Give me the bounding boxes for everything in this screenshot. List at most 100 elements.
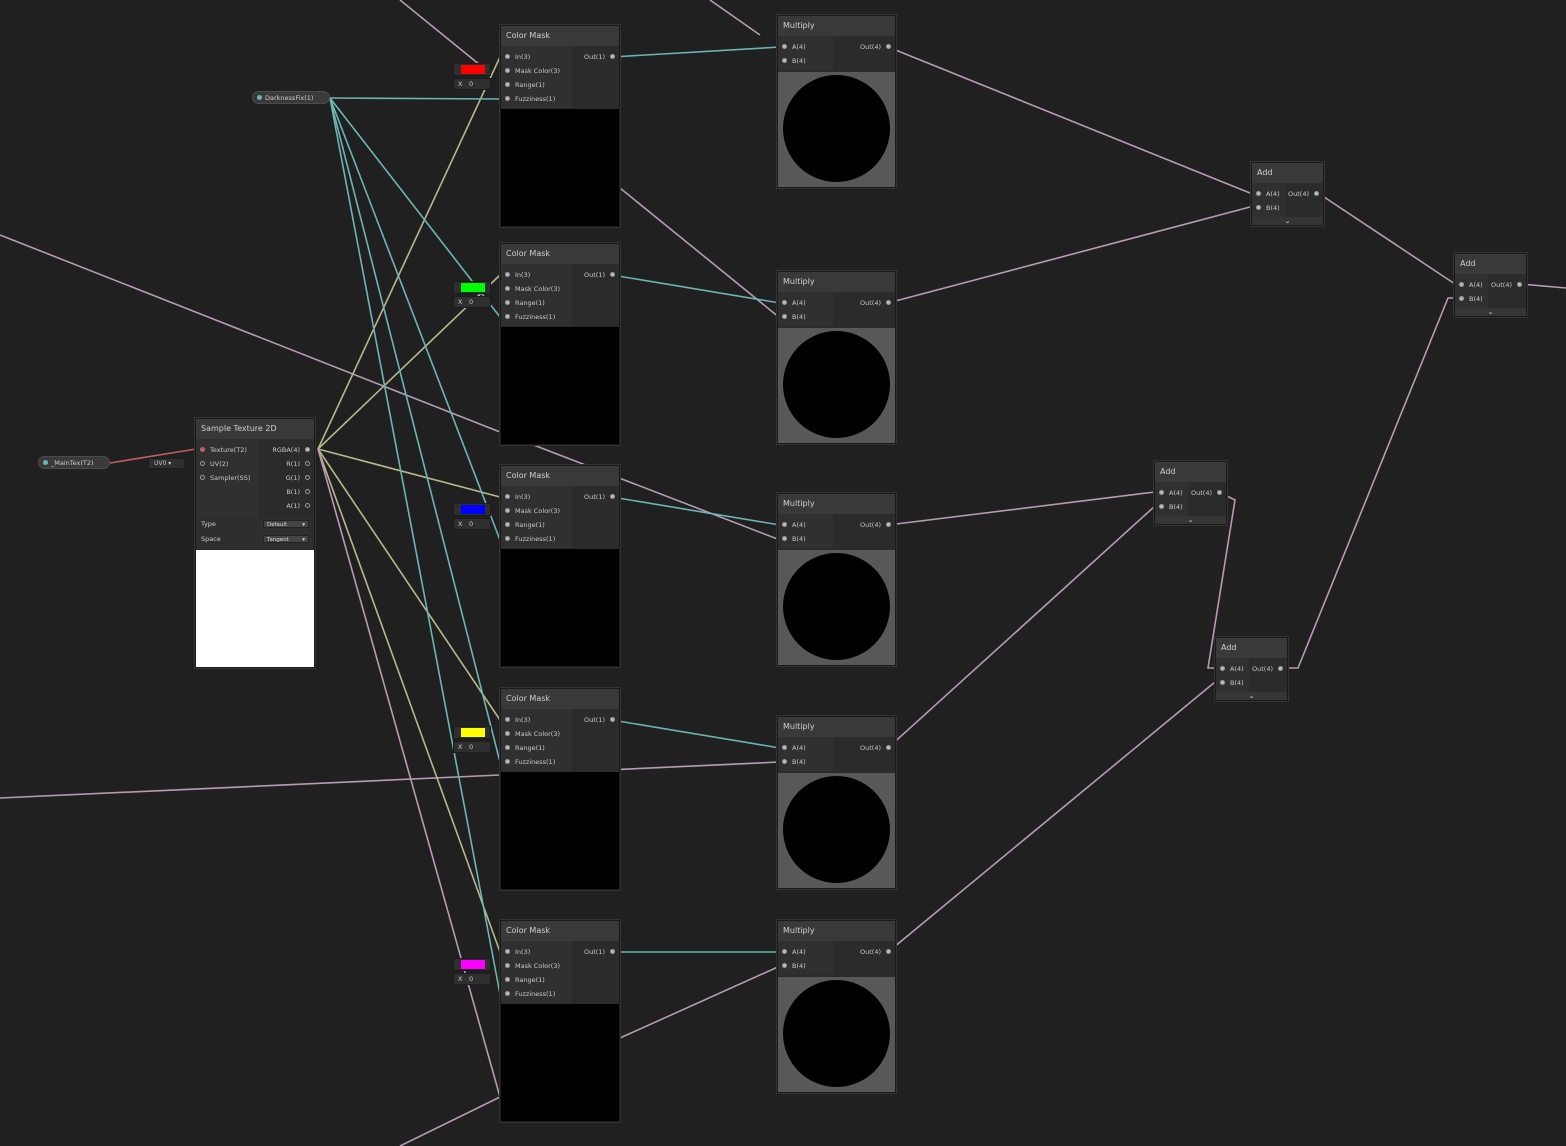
sample-texture-node[interactable]: Sample Texture 2D Texture(T2) UV(2) Samp… bbox=[195, 418, 315, 668]
out-output-port[interactable] bbox=[1517, 282, 1522, 287]
mask-color-input-port[interactable] bbox=[505, 731, 510, 736]
b-input-port[interactable] bbox=[782, 536, 787, 541]
out-output-port[interactable] bbox=[886, 300, 891, 305]
out-output-port[interactable] bbox=[1278, 666, 1283, 671]
range-input-port[interactable] bbox=[505, 977, 510, 982]
multiply-node[interactable]: Multiply A(4) B(4) Out(4) bbox=[777, 716, 896, 889]
sampler-input-port[interactable] bbox=[200, 475, 205, 480]
out-output-port[interactable] bbox=[610, 272, 615, 277]
color-mask-node[interactable]: Color Mask In(3) Mask Color(3) Range(1) … bbox=[500, 243, 620, 445]
in-input-port[interactable] bbox=[505, 272, 510, 277]
out-output-port[interactable] bbox=[886, 44, 891, 49]
out-output-port[interactable] bbox=[1217, 490, 1222, 495]
mask-color-input-port[interactable] bbox=[505, 508, 510, 513]
uv-dropdown[interactable]: UV0 ▾ bbox=[148, 458, 185, 469]
b-input-port[interactable] bbox=[1459, 296, 1464, 301]
mask-color-input-port[interactable] bbox=[505, 68, 510, 73]
a-input-port[interactable] bbox=[782, 522, 787, 527]
b-output-port[interactable] bbox=[305, 489, 310, 494]
out-output-port[interactable] bbox=[610, 717, 615, 722]
out-output-port[interactable] bbox=[886, 949, 891, 954]
color-mask-node[interactable]: Color Mask In(3) Mask Color(3) Range(1) … bbox=[500, 25, 620, 227]
range-input-port[interactable] bbox=[505, 82, 510, 87]
g-output-port[interactable] bbox=[305, 475, 310, 480]
b-input-port[interactable] bbox=[1220, 680, 1225, 685]
texture-input-port[interactable] bbox=[200, 447, 205, 452]
a-output-port[interactable] bbox=[305, 503, 310, 508]
darkness-property-node[interactable]: DarknessFix(1) bbox=[252, 91, 330, 104]
range-input-port[interactable] bbox=[505, 522, 510, 527]
out-output-port[interactable] bbox=[886, 522, 891, 527]
multiply-node[interactable]: Multiply A(4) B(4) Out(4) bbox=[777, 15, 896, 188]
fuzziness-input-port[interactable] bbox=[505, 536, 510, 541]
mask-color-field[interactable] bbox=[453, 503, 491, 516]
multiply-node[interactable]: Multiply A(4) B(4) Out(4) bbox=[777, 271, 896, 444]
add-node[interactable]: Add A(4) B(4) Out(4) ⌄ bbox=[1154, 461, 1227, 525]
out-output-port[interactable] bbox=[886, 745, 891, 750]
in-input-port[interactable] bbox=[505, 717, 510, 722]
b-input-port[interactable] bbox=[782, 963, 787, 968]
expand-chevron-icon[interactable]: ⌄ bbox=[1455, 308, 1526, 316]
a-input-port[interactable] bbox=[782, 745, 787, 750]
in-input-port[interactable] bbox=[505, 494, 510, 499]
uv-input-port[interactable] bbox=[200, 461, 205, 466]
type-dropdown[interactable]: Default▾ bbox=[263, 520, 309, 528]
a-input-port[interactable] bbox=[782, 949, 787, 954]
b-input-port[interactable] bbox=[1256, 205, 1261, 210]
color-swatch bbox=[461, 505, 485, 514]
b-input-port[interactable] bbox=[782, 759, 787, 764]
mask-color-field[interactable] bbox=[453, 726, 491, 739]
port-label: A(4) bbox=[792, 948, 806, 956]
b-input-port[interactable] bbox=[1159, 504, 1164, 509]
add-node[interactable]: Add A(4) B(4) Out(4) ⌄ bbox=[1251, 162, 1324, 226]
out-output-port[interactable] bbox=[610, 494, 615, 499]
expand-chevron-icon[interactable]: ⌄ bbox=[1216, 692, 1287, 700]
in-input-port[interactable] bbox=[505, 949, 510, 954]
a-input-port[interactable] bbox=[1256, 191, 1261, 196]
range-input-port[interactable] bbox=[505, 300, 510, 305]
out-output-port[interactable] bbox=[610, 949, 615, 954]
a-input-port[interactable] bbox=[1159, 490, 1164, 495]
fuzziness-input-port[interactable] bbox=[505, 759, 510, 764]
expand-chevron-icon[interactable]: ⌄ bbox=[1155, 516, 1226, 524]
out-output-port[interactable] bbox=[610, 54, 615, 59]
a-input-port[interactable] bbox=[782, 44, 787, 49]
range-input-port[interactable] bbox=[505, 745, 510, 750]
fuzziness-input-port[interactable] bbox=[505, 96, 510, 101]
mask-color-field[interactable] bbox=[453, 63, 491, 76]
mask-color-field[interactable] bbox=[453, 958, 491, 971]
a-input-port[interactable] bbox=[1459, 282, 1464, 287]
color-mask-node[interactable]: Color Mask In(3) Mask Color(3) Range(1) … bbox=[500, 920, 620, 1122]
multiply-node[interactable]: Multiply A(4) B(4) Out(4) bbox=[777, 493, 896, 666]
a-input-port[interactable] bbox=[1220, 666, 1225, 671]
rgba-output-port[interactable] bbox=[305, 447, 310, 452]
color-mask-node[interactable]: Color Mask In(3) Mask Color(3) Range(1) … bbox=[500, 465, 620, 667]
mask-color-input-port[interactable] bbox=[505, 286, 510, 291]
mask-color-field[interactable] bbox=[453, 281, 491, 294]
space-dropdown[interactable]: Tangent▾ bbox=[263, 535, 309, 543]
multiply-preview bbox=[778, 328, 895, 443]
b-input-port[interactable] bbox=[782, 314, 787, 319]
add-node[interactable]: Add A(4) B(4) Out(4) ⌄ bbox=[1215, 637, 1288, 701]
fuzziness-input-port[interactable] bbox=[505, 991, 510, 996]
b-input-port[interactable] bbox=[782, 58, 787, 63]
expand-chevron-icon[interactable]: ⌄ bbox=[1252, 217, 1323, 225]
r-output-port[interactable] bbox=[305, 461, 310, 466]
fuzziness-input-port[interactable] bbox=[505, 314, 510, 319]
maintex-property-node[interactable]: _MainTex(T2) bbox=[38, 456, 110, 469]
in-input-port[interactable] bbox=[505, 54, 510, 59]
multiply-node[interactable]: Multiply A(4) B(4) Out(4) bbox=[777, 920, 896, 1093]
add-node[interactable]: Add A(4) B(4) Out(4) ⌄ bbox=[1454, 253, 1527, 317]
out-output-port[interactable] bbox=[1314, 191, 1319, 196]
color-mask-node[interactable]: Color Mask In(3) Mask Color(3) Range(1) … bbox=[500, 688, 620, 890]
a-input-port[interactable] bbox=[782, 300, 787, 305]
multiply-preview bbox=[778, 72, 895, 187]
x-label: X bbox=[458, 743, 463, 751]
port-label: A(4) bbox=[1266, 190, 1280, 198]
mask-color-input-port[interactable] bbox=[505, 963, 510, 968]
